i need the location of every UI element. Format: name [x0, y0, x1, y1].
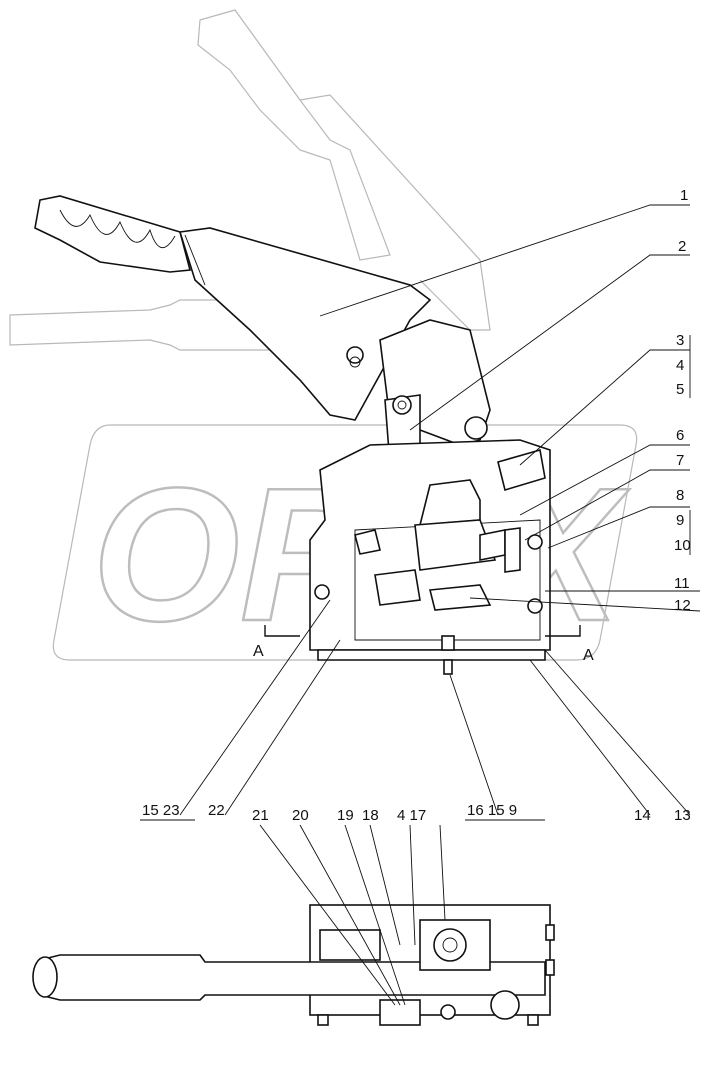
- callout-21: 21: [252, 807, 269, 824]
- handle-grip: [34, 195, 192, 273]
- side-view: [34, 195, 581, 675]
- handle-top: [39, 954, 546, 1001]
- callout-15-23: 15 23: [142, 802, 180, 819]
- callouts: 1 2 3 4 5 6 7 8 9 10 11 12 13 14 15 23 2…: [142, 187, 691, 824]
- callout-19: 19: [337, 807, 354, 824]
- callout-14: 14: [634, 807, 651, 824]
- callout-7: 7: [676, 452, 684, 469]
- leader-lines: [140, 204, 701, 821]
- callout-22: 22: [208, 802, 225, 819]
- callout-16-15-9: 16 15 9: [467, 802, 517, 819]
- callout-4-17: 4 17: [397, 807, 426, 824]
- callout-10: 10: [674, 537, 691, 554]
- top-view: [32, 824, 555, 1026]
- section-mark-right: A: [583, 647, 594, 664]
- callout-6: 6: [676, 427, 684, 444]
- callout-11: 11: [674, 575, 690, 592]
- callout-3: 3: [676, 332, 684, 349]
- callout-12: 12: [674, 597, 691, 614]
- callout-1: 1: [680, 187, 688, 204]
- section-mark-left: A: [253, 643, 264, 660]
- base-plate: [317, 649, 546, 661]
- callout-20: 20: [292, 807, 309, 824]
- callout-13: 13: [674, 807, 691, 824]
- bracket-3: [497, 448, 546, 492]
- handle-lever: [178, 227, 432, 421]
- callout-4: 4: [676, 357, 684, 374]
- callout-8: 8: [676, 487, 684, 504]
- callout-2: 2: [678, 238, 686, 255]
- valve-body: [414, 519, 497, 571]
- valve-top: [418, 479, 481, 526]
- callout-9: 9: [676, 512, 684, 529]
- callout-18: 18: [362, 807, 379, 824]
- callout-5: 5: [676, 381, 684, 398]
